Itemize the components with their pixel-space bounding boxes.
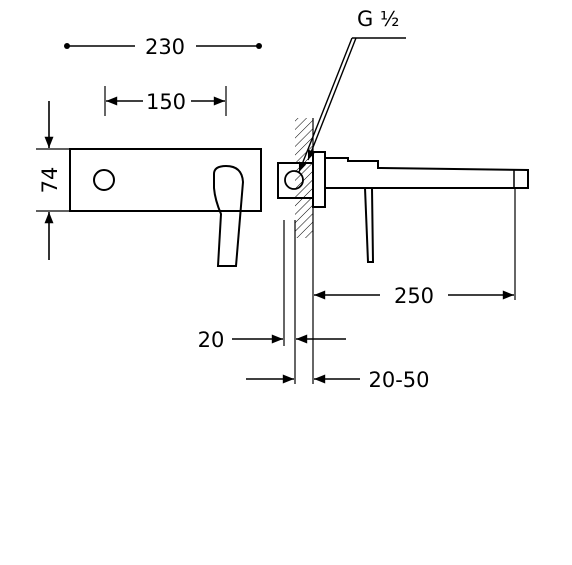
dimension-wall-offset: 20 [198, 328, 346, 352]
thread-letter: G [357, 7, 373, 31]
front-view-plate [69, 148, 262, 267]
dimension-plate-width: 150 [104, 86, 227, 116]
thread-size: ½ [380, 7, 399, 31]
dim-spout-length-label: 250 [394, 284, 434, 308]
dimension-wall-range: 20-50 [246, 368, 430, 392]
side-view [277, 118, 529, 384]
dimension-spout-length: 250 [314, 284, 514, 308]
lever-handle [213, 164, 245, 267]
dim-wall-range-label: 20-50 [368, 368, 429, 392]
thread-callout: G ½ [298, 7, 406, 173]
dim-overall-width-label: 230 [145, 35, 185, 59]
dim-plate-height-label: 74 [38, 167, 62, 194]
dimension-plate-height: 74 [36, 101, 70, 260]
dim-plate-width-label: 150 [146, 90, 186, 114]
dim-wall-offset-label: 20 [198, 328, 225, 352]
dimension-overall-width: 230 [64, 35, 262, 59]
